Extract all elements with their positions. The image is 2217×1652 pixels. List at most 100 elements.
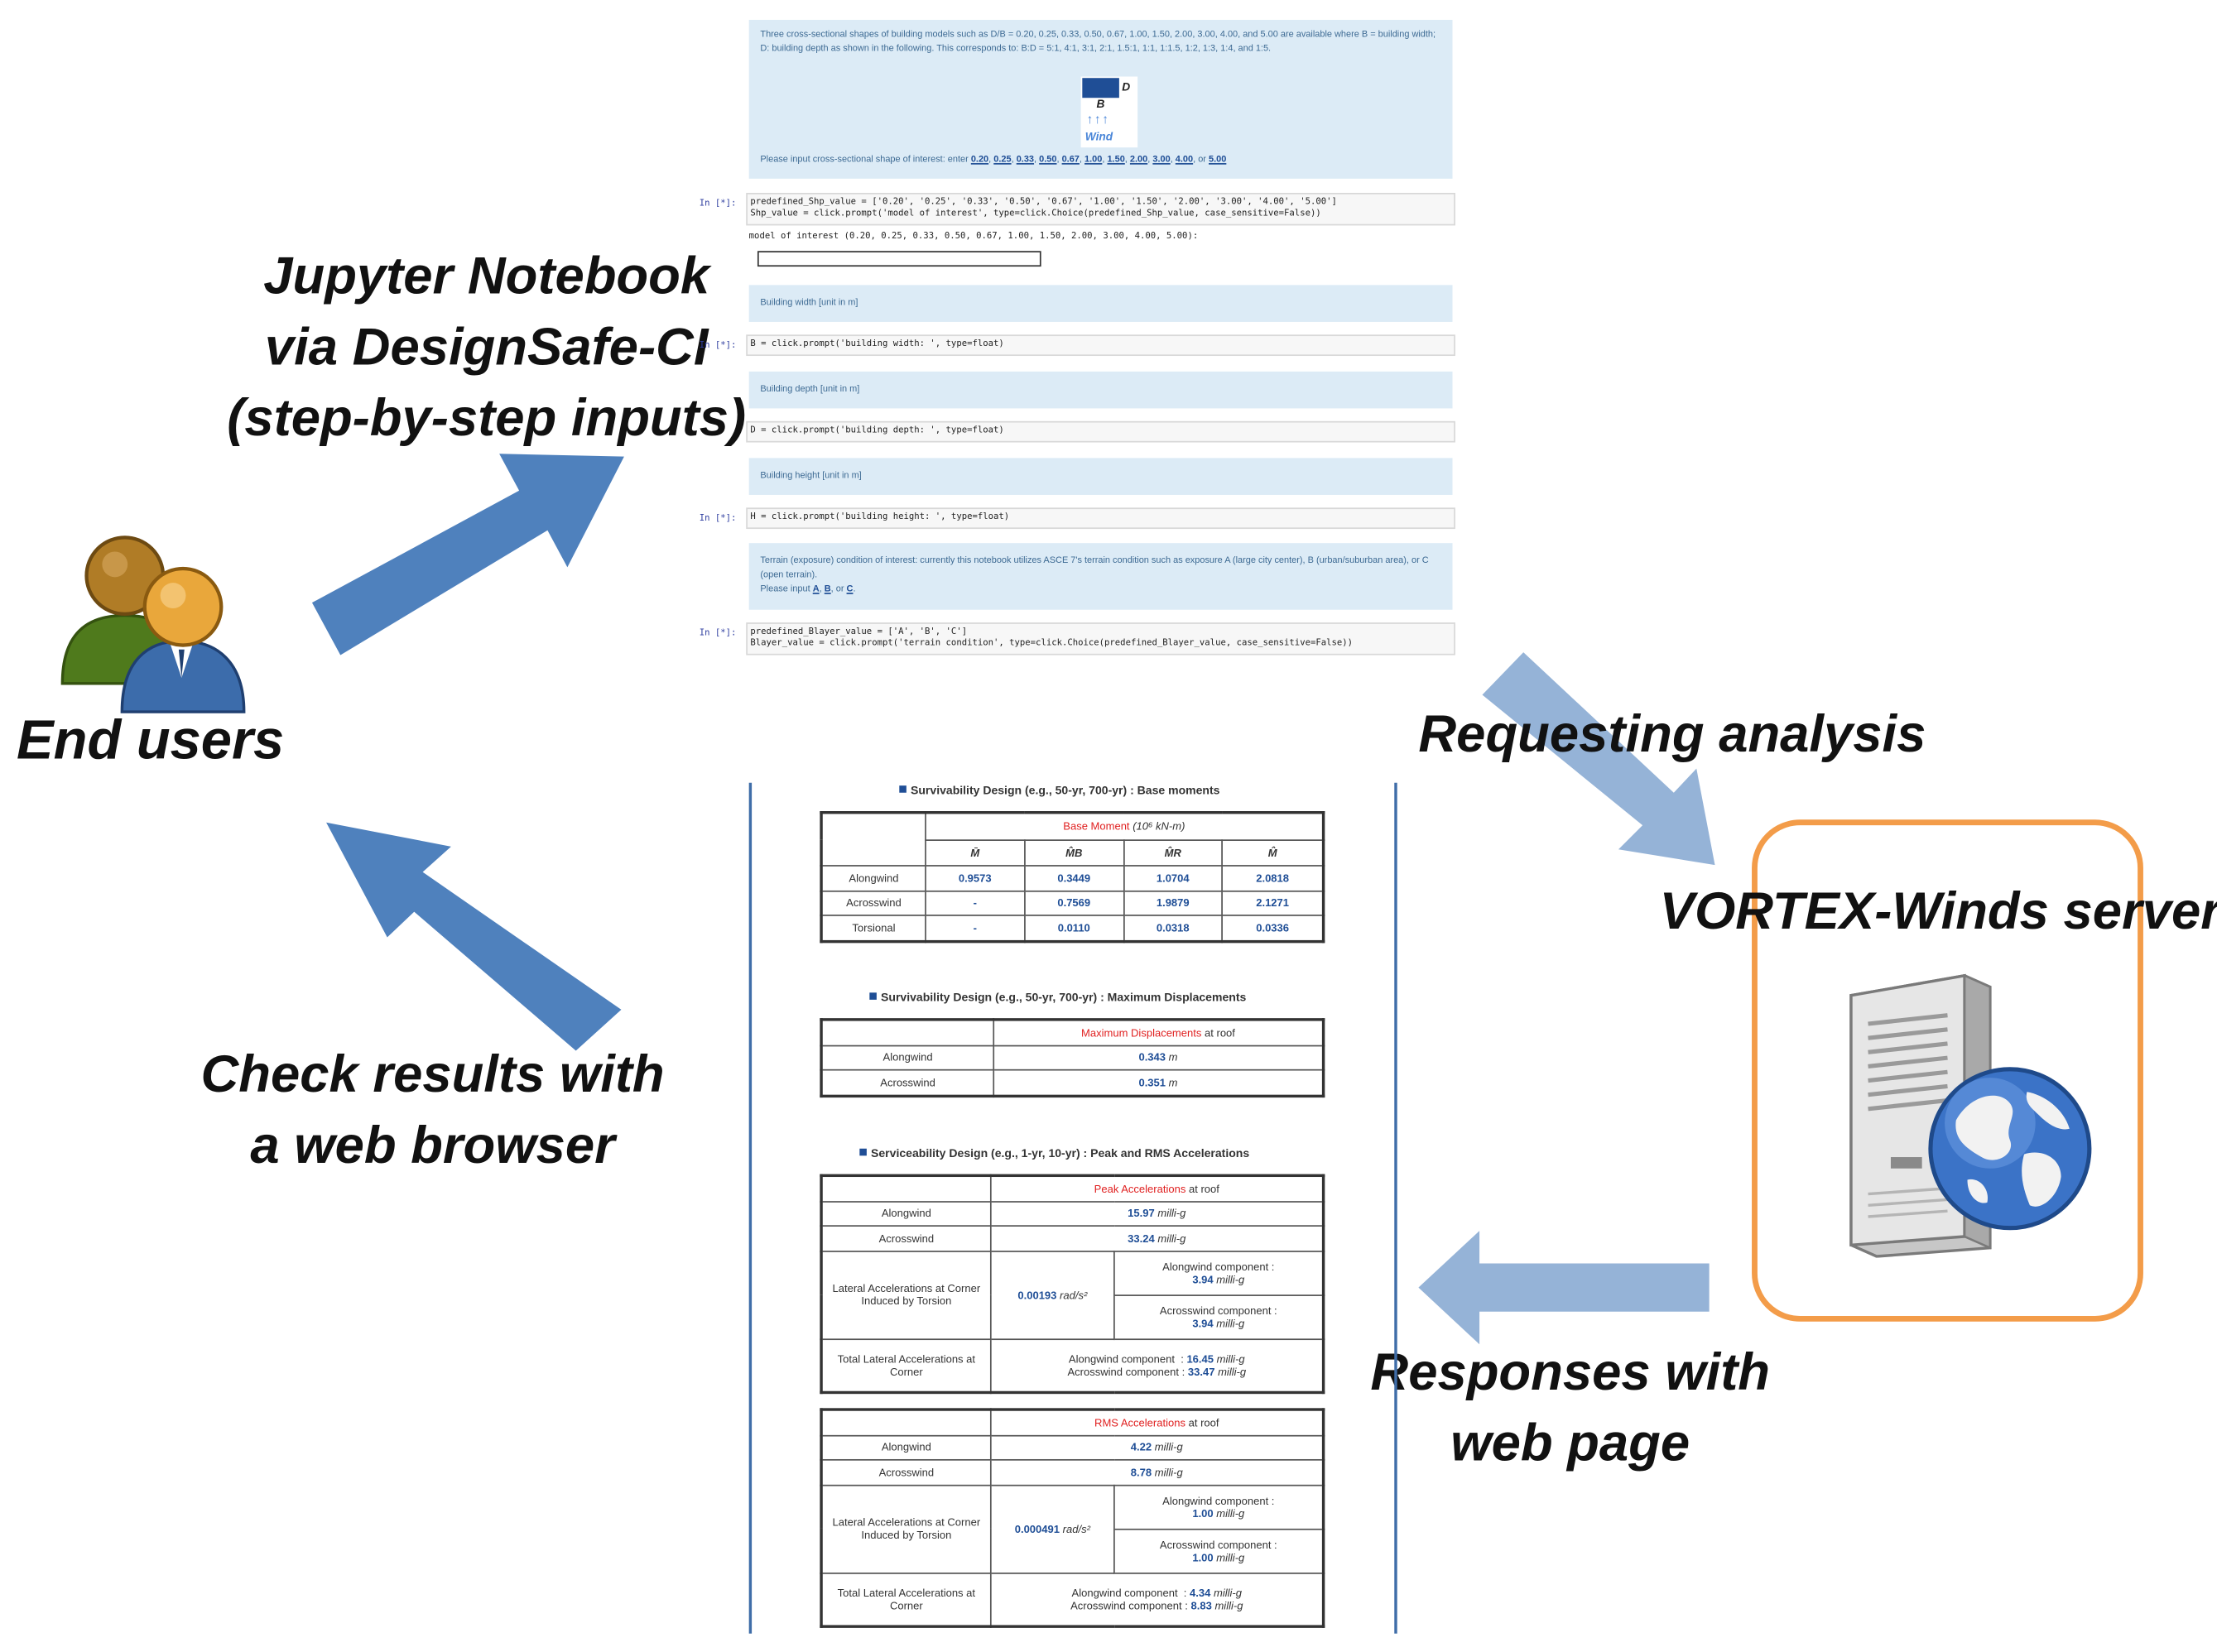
code-cell-height[interactable]: H = click.prompt('building height: ', ty… xyxy=(746,507,1455,530)
notebook-intro-cell: Three cross-sectional shapes of building… xyxy=(748,19,1453,179)
terrain-option-link[interactable]: B xyxy=(824,583,831,594)
row-label: Acrosswind xyxy=(820,890,926,916)
shape-option-link[interactable]: 0.50 xyxy=(1039,154,1057,165)
row-label: Acrosswind xyxy=(820,1225,992,1251)
shape-option-link[interactable]: 5.00 xyxy=(1209,154,1227,165)
section-title-displacements: Survivability Design (e.g., 50-yr, 700-y… xyxy=(869,992,1246,1004)
row-label: Lateral Accelerations at Corner Induced … xyxy=(820,1250,992,1340)
table-row: Alongwind 15.97 milli-g xyxy=(820,1200,1325,1227)
table-row: Lateral Accelerations at Corner Induced … xyxy=(820,1250,1325,1340)
base-moment-label: Base Moment xyxy=(1063,819,1130,833)
table-header: RMS Accelerations at roof xyxy=(989,1409,1325,1436)
shape-option-link[interactable]: 1.50 xyxy=(1107,154,1125,165)
unit-text: milli-g xyxy=(1214,1586,1243,1599)
base-moment-table: Base Moment (10⁶ kN-m) M̄ M̂B M̂R M̂ Alo… xyxy=(820,811,1325,943)
row-label: Total Lateral Accelerations at Corner xyxy=(820,1337,992,1393)
value-cell: 1.0704 xyxy=(1123,865,1224,891)
answer-input-field[interactable] xyxy=(757,251,1041,267)
unit-text: milli-g xyxy=(1216,1506,1245,1520)
component-label: Acrosswind component : xyxy=(1159,1304,1277,1317)
component-label: Alongwind component : xyxy=(1162,1260,1275,1273)
unit-text: rad/s² xyxy=(1062,1522,1090,1535)
rms-acceleration-table: RMS Accelerations at roof Alongwind 4.22… xyxy=(820,1408,1325,1628)
page-left-border xyxy=(748,782,753,1634)
rms-header-label: RMS Accelerations xyxy=(1094,1416,1185,1429)
column-header: M̄ xyxy=(925,838,1026,867)
unit-text: milli-g xyxy=(1216,1316,1245,1330)
shape-option-link[interactable]: 1.00 xyxy=(1084,154,1103,165)
value-cell: 1.00 xyxy=(1192,1506,1214,1520)
responses-label-line1: Responses with xyxy=(1370,1342,1771,1401)
section-title-accelerations: Serviceability Design (e.g., 1-yr, 10-yr… xyxy=(859,1147,1249,1160)
rms-header-suffix: at roof xyxy=(1188,1416,1219,1429)
table-row: Acrosswind 33.24 milli-g xyxy=(820,1225,1325,1251)
value-cell: 0.3449 xyxy=(1023,865,1124,891)
shape-figure: D B ↑↑↑ Wind xyxy=(1080,76,1138,148)
section-title-text: Survivability Design (e.g., 50-yr, 700-y… xyxy=(881,991,1247,1005)
users-icon xyxy=(60,535,246,713)
markdown-width-cell: Building width [unit in m] xyxy=(748,285,1453,322)
value-cell: 16.45 xyxy=(1186,1352,1214,1366)
total-component-label: Acrosswind component xyxy=(1070,1598,1182,1612)
code-cell-width[interactable]: B = click.prompt('building width: ', typ… xyxy=(746,334,1455,357)
terrain-prompt-text: Please input xyxy=(760,583,810,594)
table-row: Lateral Accelerations at Corner Induced … xyxy=(820,1483,1325,1573)
row-label: Alongwind xyxy=(820,1044,995,1071)
check-label-line2: a web browser xyxy=(250,1116,615,1174)
value-cell: 3.94 xyxy=(1192,1316,1214,1330)
value-cell: 1.9879 xyxy=(1123,890,1224,916)
jupyter-label-line2: via DesignSafe-CI xyxy=(264,317,709,377)
terrain-option-link[interactable]: A xyxy=(812,583,820,594)
shape-option-link[interactable]: 0.25 xyxy=(993,154,1012,165)
value-cell: 0.7569 xyxy=(1023,890,1124,916)
check-results-label: Check results with a web browser xyxy=(199,1040,666,1181)
table-row: Alongwind 0.343 m xyxy=(820,1044,1325,1071)
table-row: Acrosswind 0.351 m xyxy=(820,1069,1325,1097)
row-label: Lateral Accelerations at Corner Induced … xyxy=(820,1483,992,1573)
shape-option-link[interactable]: 0.20 xyxy=(970,154,989,165)
displacement-table: Maximum Displacements at roof Alongwind … xyxy=(820,1018,1325,1097)
unit-text: milli-g xyxy=(1216,1550,1245,1563)
code-cell-depth[interactable]: D = click.prompt('building depth: ', typ… xyxy=(746,420,1455,443)
shape-option-link[interactable]: 4.00 xyxy=(1175,154,1194,165)
shape-option-link[interactable]: 0.33 xyxy=(1016,154,1035,165)
markdown-terrain-cell: Terrain (exposure) condition of interest… xyxy=(748,543,1453,610)
value-cell: 2.1271 xyxy=(1221,890,1325,916)
row-label: Acrosswind xyxy=(820,1069,995,1097)
row-label: Acrosswind xyxy=(820,1459,992,1486)
shape-option-link[interactable]: 0.67 xyxy=(1061,154,1080,165)
table-row: Torsional - 0.0110 0.0318 0.0336 xyxy=(820,915,1325,942)
table-row: Alongwind 0.9573 0.3449 1.0704 2.0818 xyxy=(820,865,1325,891)
value-cell: 33.24 xyxy=(1128,1232,1155,1245)
table-row: Acrosswind component :3.94 milli-g xyxy=(821,1294,1325,1340)
markdown-depth-cell: Building depth [unit in m] xyxy=(748,371,1453,409)
code-line: Blayer_value = click.prompt('terrain con… xyxy=(750,637,1354,648)
table-corner-cell xyxy=(820,1174,992,1203)
table-row: Alongwind 4.22 milli-g xyxy=(820,1434,1325,1461)
unit-text: milli-g xyxy=(1214,1598,1243,1612)
code-line: predefined_Shp_value = ['0.20', '0.25', … xyxy=(750,197,1337,208)
shape-option-link[interactable]: 3.00 xyxy=(1152,154,1171,165)
value-cell: 0.0336 xyxy=(1221,915,1325,942)
peak-header-label: Peak Accelerations xyxy=(1094,1182,1186,1195)
end-users-label: End users xyxy=(17,710,285,772)
terrain-text: Terrain (exposure) condition of interest… xyxy=(760,555,1429,580)
cell-prompt: In [*]: xyxy=(699,198,737,209)
value-cell: 0.9573 xyxy=(925,865,1026,891)
code-cell-shape[interactable]: predefined_Shp_value = ['0.20', '0.25', … xyxy=(746,193,1455,226)
code-line: predefined_Blayer_value = ['A', 'B', 'C'… xyxy=(750,627,968,637)
unit-text: m xyxy=(1168,1050,1178,1064)
section-title-base-moments: Survivability Design (e.g., 50-yr, 700-y… xyxy=(899,784,1219,797)
code-cell-terrain[interactable]: predefined_Blayer_value = ['A', 'B', 'C'… xyxy=(746,622,1455,656)
fig-b-label: B xyxy=(1096,98,1105,111)
markdown-height-cell: Building height [unit in m] xyxy=(748,458,1453,495)
terrain-option-link[interactable]: C xyxy=(846,583,854,594)
peak-header-suffix: at roof xyxy=(1188,1182,1219,1195)
arrow-to-notebook xyxy=(311,454,624,656)
cell-prompt: In [*]: xyxy=(699,340,737,351)
fig-wind-label: Wind xyxy=(1084,130,1113,144)
shape-option-link[interactable]: 2.00 xyxy=(1129,154,1148,165)
code-line: H = click.prompt('building height: ', ty… xyxy=(750,511,1010,522)
responses-label: Responses with web page xyxy=(1368,1337,1772,1479)
